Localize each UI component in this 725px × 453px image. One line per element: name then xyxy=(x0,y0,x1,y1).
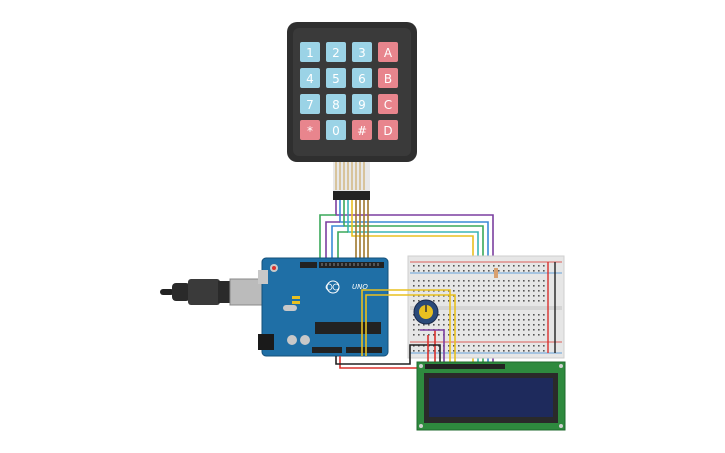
keypad-key-2-1[interactable] xyxy=(326,94,346,114)
keypad-key-label: C xyxy=(384,98,392,112)
keypad-key-3-0[interactable] xyxy=(300,120,320,140)
arduino-label: UNO xyxy=(352,283,368,291)
keypad-key-2-2[interactable] xyxy=(352,94,372,114)
power-header xyxy=(312,347,342,353)
keypad-key-label: 3 xyxy=(358,46,366,60)
keypad-key-2-0[interactable] xyxy=(300,94,320,114)
usb-port xyxy=(258,270,268,284)
usb-cable xyxy=(160,278,267,306)
resistor xyxy=(494,268,498,278)
keypad-key-label: 6 xyxy=(358,72,366,86)
keypad-key-1-0[interactable] xyxy=(300,68,320,88)
digital-header-pins xyxy=(321,263,379,266)
keypad-ribbon-lines xyxy=(335,162,365,190)
keypad-key-label: 7 xyxy=(306,98,314,112)
lcd-header xyxy=(425,364,505,369)
keypad-key-label: 1 xyxy=(306,46,314,60)
keypad-key-1-1[interactable] xyxy=(326,68,346,88)
keypad-key-label: * xyxy=(307,124,313,138)
keypad-key-2-3[interactable] xyxy=(378,94,398,114)
atmega-chip xyxy=(315,322,381,334)
keypad-key-label: 2 xyxy=(332,46,340,60)
keypad-key-1-3[interactable] xyxy=(378,68,398,88)
potentiometer[interactable] xyxy=(413,299,439,325)
keypad-key-3-2[interactable] xyxy=(352,120,372,140)
keypad-key-label: B xyxy=(384,72,392,86)
keypad-key-1-2[interactable] xyxy=(352,68,372,88)
analog-header xyxy=(346,347,382,353)
keypad-key-label: 4 xyxy=(306,72,314,86)
lcd-display[interactable] xyxy=(416,361,566,431)
lcd-screen xyxy=(429,378,553,417)
keypad-key-3-1[interactable] xyxy=(326,120,346,140)
keypad-key-label: 5 xyxy=(332,72,340,86)
keypad-key-0-2[interactable] xyxy=(352,42,372,62)
power-jack xyxy=(258,334,274,350)
keypad-key-0-1[interactable] xyxy=(326,42,346,62)
digital-header xyxy=(319,262,384,268)
breadboard-holes xyxy=(413,265,545,352)
keypad-connector xyxy=(333,191,370,200)
keypad-key-label: 9 xyxy=(358,98,366,112)
keypad-key-label: # xyxy=(357,124,367,138)
keypad[interactable]: 1 2 3 A 4 5 6 B 7 8 9 C * 0 # D xyxy=(287,22,417,200)
keypad-key-label: 8 xyxy=(332,98,340,112)
keypad-key-0-0[interactable] xyxy=(300,42,320,62)
keypad-key-label: D xyxy=(383,124,392,138)
keypad-key-label: A xyxy=(384,46,393,60)
keypad-key-label: 0 xyxy=(332,124,340,138)
arduino-pcb xyxy=(262,258,388,356)
power-wires xyxy=(335,289,456,369)
arduino-board[interactable]: UNO xyxy=(258,257,389,357)
keypad-key-0-3[interactable] xyxy=(378,42,398,62)
keypad-key-3-3[interactable] xyxy=(378,120,398,140)
keypad-keys: 1 2 3 A 4 5 6 B 7 8 9 C * 0 # D xyxy=(300,42,398,140)
